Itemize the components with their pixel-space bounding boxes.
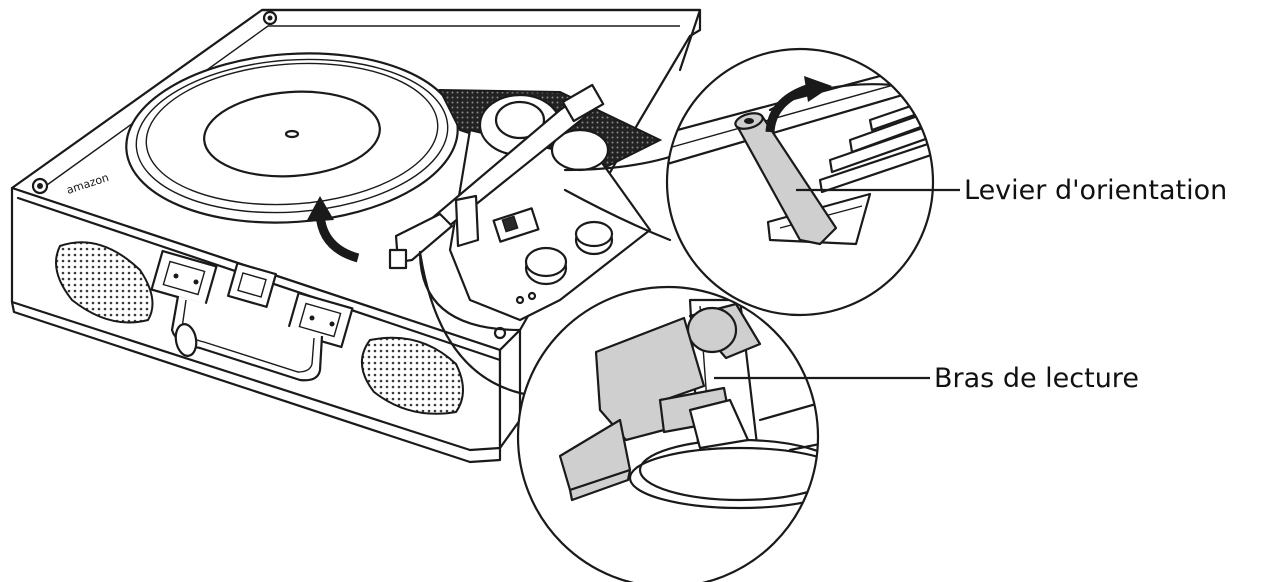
zoom-circle-lever <box>640 49 940 315</box>
lever-label: Levier d'orientation <box>964 175 1227 206</box>
zoom-circle-tonearm <box>518 287 850 582</box>
tonearm-label: Bras de lecture <box>934 363 1139 394</box>
